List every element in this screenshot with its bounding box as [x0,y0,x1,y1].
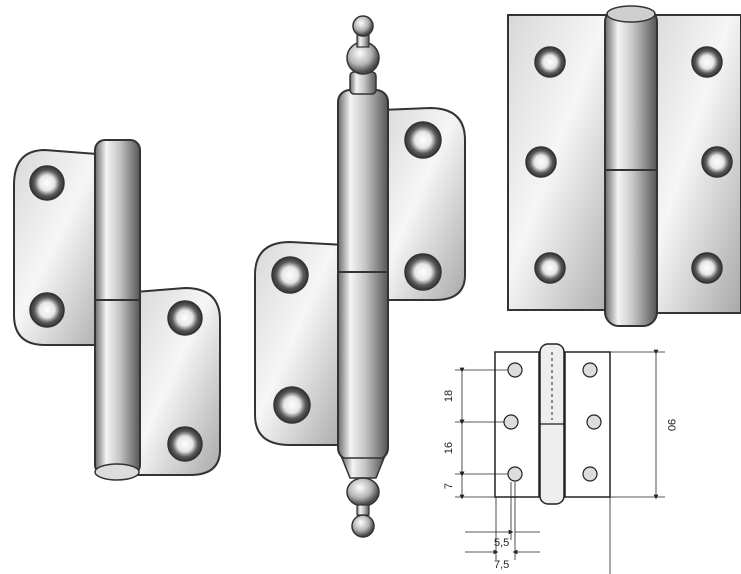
screw-hole-icon [271,256,309,294]
screw-hole-icon [586,414,602,430]
bottom-finial-icon [340,457,386,538]
screw-hole-icon [273,386,311,424]
hinge-knuckle [604,7,658,327]
dim-label-hole-offset-1: 5,5 [494,537,509,549]
screw-hole-icon [701,146,733,178]
lift-off-hinge [13,139,221,481]
butt-hinge [507,5,741,327]
dim-label-spacing-top: 18 [443,390,455,402]
finial-hinge [254,15,466,538]
right-leaf [134,286,221,476]
screw-hole-icon [691,252,723,284]
screw-hole-icon [29,165,65,201]
screw-hole-icon [29,292,65,328]
dim-label-spacing-middle: 16 [443,442,455,454]
screw-hole-icon [167,426,203,462]
hinge-knuckle [337,89,389,461]
screw-hole-icon [167,300,203,336]
dim-label-offset-bottom: 7 [443,483,455,489]
screw-hole-icon [534,46,566,78]
screw-hole-icon [404,253,442,291]
screw-hole-icon [507,466,523,482]
screw-hole-icon [503,414,519,430]
screw-hole-icon [691,46,723,78]
hinge-knuckle [94,139,141,476]
screw-hole-icon [507,362,523,378]
upper-leaf [379,106,466,301]
dim-label-height-total: 90 [665,419,677,431]
technical-drawing: 18 16 7 90 5,5 7,5 [443,343,677,574]
screw-hole-icon [534,252,566,284]
screw-hole-icon [582,466,598,482]
dim-label-hole-offset-2: 7,5 [494,559,509,571]
screw-hole-icon [525,146,557,178]
screw-hole-icon [404,121,442,159]
top-finial-icon [346,15,380,95]
screw-hole-icon [582,362,598,378]
